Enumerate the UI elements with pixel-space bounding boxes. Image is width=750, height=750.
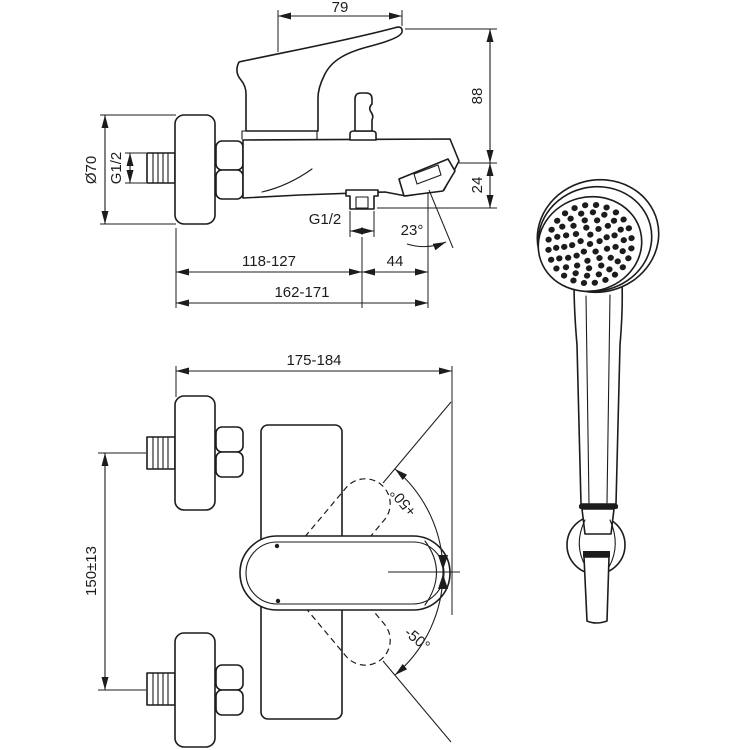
lever-screw-top xyxy=(274,543,280,549)
tip-arrow-down xyxy=(438,574,448,589)
lever-handle-front xyxy=(239,535,451,611)
dim-rosette-diameter: Ø70 xyxy=(83,114,176,225)
inlet-thread-side xyxy=(146,152,176,184)
inlet-thread-top xyxy=(146,436,176,470)
lever-tip-cap xyxy=(424,540,437,606)
nozzle-dots xyxy=(545,202,635,286)
tip-arrow-up xyxy=(438,555,448,570)
dim-150-label: 150±13 xyxy=(83,546,100,596)
dim-118-127-label: 118-127 xyxy=(242,253,296,270)
hex-nut-top xyxy=(215,426,244,478)
handshower-grip-facets xyxy=(585,294,611,504)
wall-rosette-bottom xyxy=(174,632,216,748)
swing-radial-extensions xyxy=(382,401,452,743)
dim-height: 88 24 xyxy=(377,28,497,209)
hand-shower xyxy=(536,178,660,624)
front-view: +50° -50° 175-184 150±13 xyxy=(83,352,460,748)
dim-g12-inlet-label: G1/2 xyxy=(108,152,125,185)
dim-24-label: 24 xyxy=(469,177,486,194)
dim-162-171-label: 162-171 xyxy=(274,284,329,301)
dim-inlet-distance: 150±13 xyxy=(83,452,146,691)
diverter-knob xyxy=(349,92,377,141)
hex-nut-bottom xyxy=(215,664,244,716)
inlet-thread-bottom xyxy=(146,672,176,706)
handshower-grip xyxy=(573,281,624,505)
side-view: 79 88 24 Ø70 G1/2 G1/2 23° xyxy=(83,0,497,308)
shower-outlet-side xyxy=(345,189,379,210)
hose-nut-ring xyxy=(583,551,610,557)
dim-lever-reach: 79 xyxy=(277,0,403,52)
body-blend-line xyxy=(261,168,313,193)
dim-shower-thread: G1/2 xyxy=(309,211,375,237)
wall-rosette-side xyxy=(174,114,216,225)
dim-dia70-label: Ø70 xyxy=(83,156,100,184)
cartridge-collar xyxy=(241,130,318,140)
hose-connector xyxy=(583,556,610,624)
dim-spout-angle: 23° xyxy=(401,189,454,308)
dim-g12-outlet-label: G1/2 xyxy=(309,211,342,228)
dim-inlet-thread: G1/2 xyxy=(108,152,146,185)
dim-175-184-label: 175-184 xyxy=(286,352,341,369)
lever-handle-front-inner xyxy=(245,541,445,605)
lever-screw-bottom xyxy=(275,598,281,604)
dim-79-label: 79 xyxy=(332,0,349,16)
angle-minus50-label: -50° xyxy=(401,624,433,655)
dim-88-label: 88 xyxy=(469,88,486,105)
spout-aerator xyxy=(398,158,456,197)
dim-44-label: 44 xyxy=(387,253,404,270)
dim-23deg-label: 23° xyxy=(401,222,424,239)
handshower-head xyxy=(536,178,660,294)
hex-nut-side xyxy=(215,140,244,200)
lever-handle-side xyxy=(236,26,403,132)
bracket-connector xyxy=(581,508,615,535)
dim-overall-width: 175-184 xyxy=(175,352,453,615)
dim-horizontal-reaches: 118-127 44 162-171 xyxy=(175,228,428,308)
wall-rosette-top xyxy=(174,395,216,511)
grip-seal-ring xyxy=(579,504,618,509)
